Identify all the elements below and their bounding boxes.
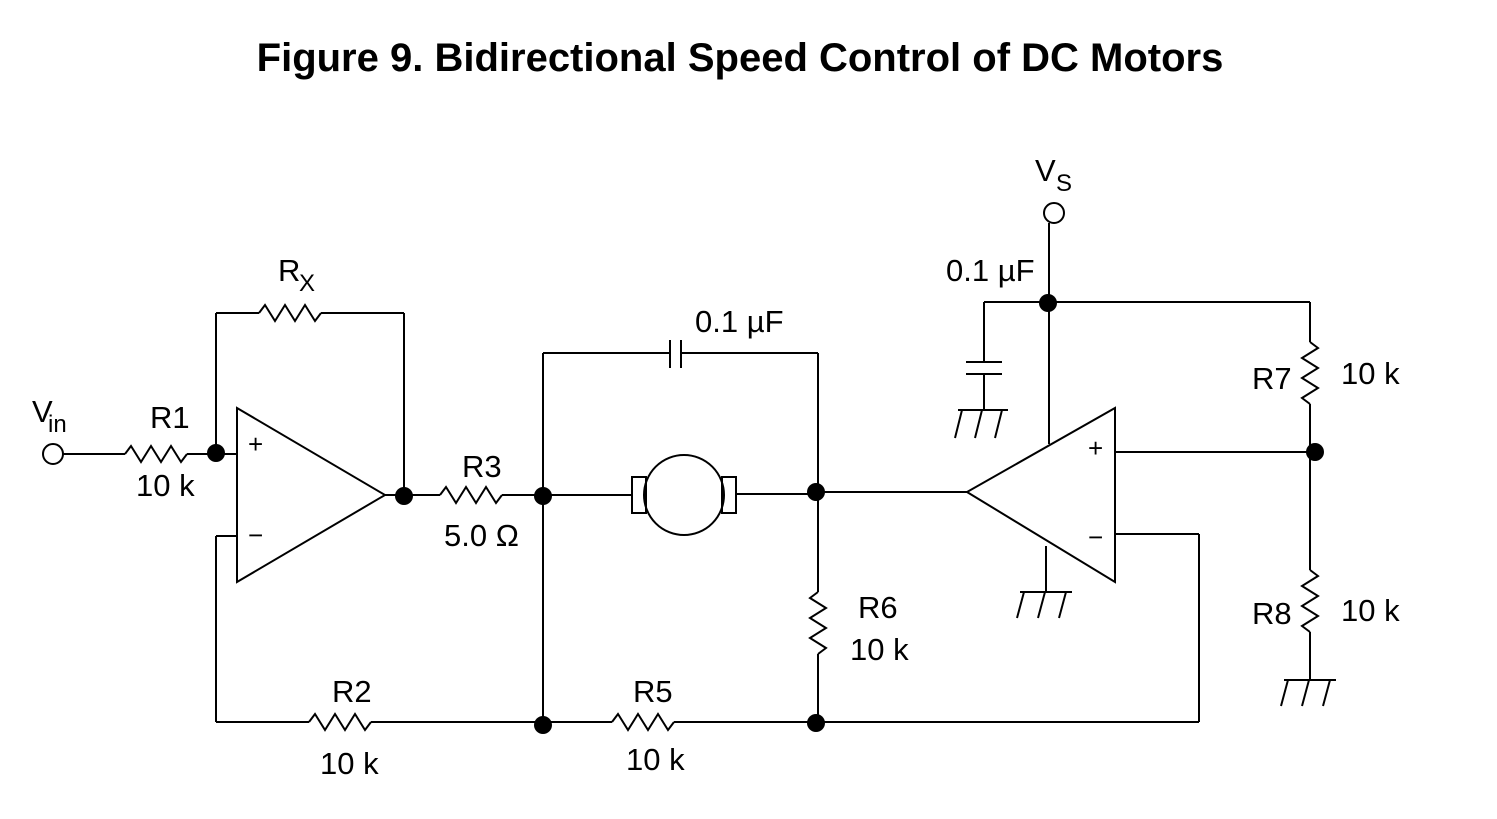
r7-value: 10 k [1341,356,1400,391]
r7-resistor [1300,341,1320,405]
r5-value: 10 k [626,742,685,777]
left-opamp-minus: − [248,520,263,550]
right-opamp-minus: − [1088,522,1103,552]
right-opamp-plus: + [1088,433,1103,463]
rx-label-main: R [278,253,300,288]
r1-label: R1 [150,400,190,435]
supply-cap-value: 0.1 µF [946,253,1035,288]
r8-value: 10 k [1341,593,1400,628]
r2-resistor [308,712,372,732]
ground-symbol [954,409,1008,439]
vs-label-sub: S [1056,170,1072,197]
vs-terminal [1043,202,1065,224]
junction-dot [807,483,825,501]
r3-resistor [439,485,503,505]
r5-resistor [611,712,675,732]
vin-terminal [42,443,64,465]
rx-resistor [258,303,322,323]
feedback-cap-value: 0.1 µF [695,304,784,339]
r6-value: 10 k [850,632,909,667]
vin-label-main: V [32,394,53,429]
r2-label: R2 [332,674,372,709]
vin-label-sub: in [48,411,67,438]
junction-dot [534,716,552,734]
junction-dot [395,487,413,505]
r1-resistor [124,444,188,464]
junction-dot [1306,443,1324,461]
dc-motor [631,454,737,536]
ground-symbol [1016,591,1072,619]
r2-value: 10 k [320,746,379,781]
r7-label: R7 [1252,361,1292,396]
r1-value: 10 k [136,468,195,503]
rx-label-sub: X [299,270,315,297]
vs-label-main: V [1035,153,1056,188]
r6-resistor [808,591,828,655]
figure-title: Figure 9. Bidirectional Speed Control of… [256,36,1224,80]
r5-label: R5 [633,674,673,709]
r8-resistor [1300,569,1320,633]
left-opamp-plus: + [248,429,263,459]
r3-label: R3 [462,449,502,484]
left-opamp [236,406,387,584]
ground-symbol [1280,679,1336,707]
r6-label: R6 [858,590,898,625]
r3-value: 5.0 Ω [444,518,519,553]
right-opamp [965,406,1116,584]
junction-dot [807,714,825,732]
r8-label: R8 [1252,596,1292,631]
